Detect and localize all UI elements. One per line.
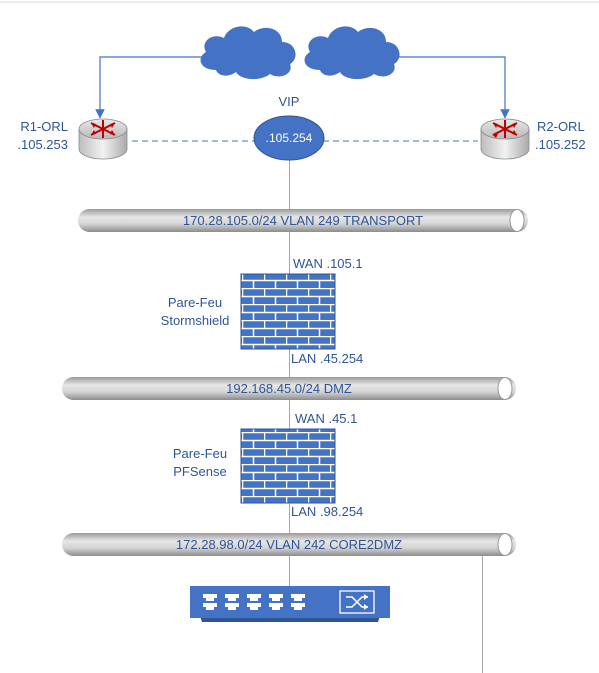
firewall-lan-address: LAN .45.254 bbox=[291, 351, 364, 366]
router-address: .105.252 bbox=[535, 137, 586, 152]
vip-node bbox=[253, 115, 325, 161]
router-address: .105.253 bbox=[17, 137, 68, 152]
firewall-icon bbox=[240, 428, 336, 504]
vip-label: VIP bbox=[278, 94, 300, 109]
cloud-icon bbox=[200, 26, 296, 80]
network-segment-bus bbox=[62, 533, 516, 556]
vip-address: .105.254 bbox=[265, 131, 313, 145]
cloud-icon bbox=[304, 26, 400, 80]
router-icon bbox=[78, 118, 128, 160]
segment-label: 170.28.105.0/24 VLAN 249 TRANSPORT bbox=[182, 213, 424, 228]
firewall-name: Pare-Feu bbox=[172, 446, 228, 461]
router-name: R2-ORL bbox=[537, 119, 585, 134]
segment-label: 172.28.98.0/24 VLAN 242 CORE2DMZ bbox=[175, 537, 403, 552]
segment-label: 192.168.45.0/24 DMZ bbox=[226, 381, 352, 396]
firewall-name: Pare-Feu bbox=[167, 295, 223, 310]
network-segment-bus bbox=[62, 377, 516, 400]
router-icon bbox=[480, 118, 530, 160]
network-segment-bus bbox=[78, 209, 528, 232]
switch-icon bbox=[190, 586, 390, 622]
firewall-lan-address: LAN .98.254 bbox=[291, 504, 364, 519]
wan-link-right bbox=[347, 56, 510, 119]
firewall-name: PFSense bbox=[173, 464, 227, 479]
firewall-wan-address: WAN .105.1 bbox=[293, 256, 363, 271]
wan-link-left bbox=[95, 56, 232, 119]
firewall-wan-address: WAN .45.1 bbox=[295, 411, 358, 426]
firewall-name: Stormshield bbox=[160, 313, 230, 328]
router-name: R1-ORL bbox=[20, 119, 68, 134]
firewall-icon bbox=[240, 273, 336, 350]
